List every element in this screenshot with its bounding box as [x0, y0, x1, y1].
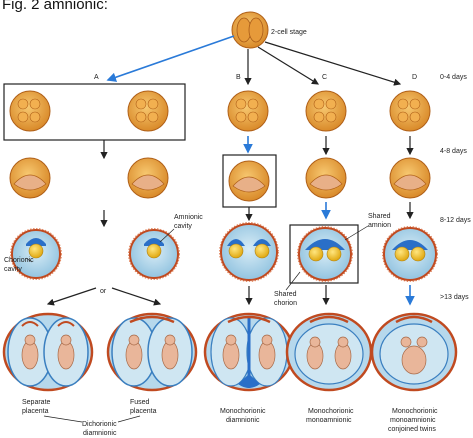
fused-pointer: [118, 416, 140, 422]
separate-placenta-label-1: Separate: [22, 399, 51, 406]
outcome-mono-di-1: Monochorionic: [220, 408, 266, 415]
uterus-conjoined: [372, 314, 456, 390]
arrow-to-d: [265, 42, 400, 84]
morula-a1: [10, 91, 50, 131]
separate-placenta-label-2: placenta: [22, 408, 49, 415]
chorion-a2: [129, 229, 180, 280]
figure-heading: Fig. 2 amnionic:: [2, 0, 108, 13]
shared-amnion-pointer: [345, 226, 368, 240]
blastocyst-d: [390, 158, 430, 198]
time-8-12: 8-12 days: [440, 217, 471, 224]
fused-placenta-label-1: Fused: [130, 399, 150, 406]
arrow-to-c: [258, 47, 318, 84]
outcome-dichorionic-1: Dichorionic: [82, 421, 117, 428]
shared-chorion-label-2: chorion: [274, 300, 297, 307]
uterus-mono-mono: [287, 314, 371, 390]
branch-a-label: A: [94, 74, 99, 81]
chorionic-cavity-label-2: cavity: [4, 266, 22, 273]
outcome-conjoined-3: conjoined twins: [388, 426, 436, 433]
blastocyst-c: [306, 158, 346, 198]
outcome-mono-mono-1: Monochorionic: [308, 408, 354, 415]
or-label: or: [100, 288, 107, 295]
two-cell-label: 2-cell stage: [271, 29, 307, 36]
uterus-mono-di: [205, 314, 293, 390]
fused-placenta-label-2: placenta: [130, 408, 157, 415]
outcome-mono-di-2: diamnionic: [226, 417, 260, 424]
amnionic-cavity-label-2: cavity: [174, 223, 192, 230]
arrow-a-fused: [112, 288, 160, 304]
shared-chorion-label-1: Shared: [274, 291, 297, 298]
two-cell-embryo: [232, 12, 268, 48]
shared-amnion-label-2: amnion: [368, 222, 391, 229]
branch-d-label: D: [412, 74, 417, 81]
time-4-8: 4-8 days: [440, 148, 467, 155]
chorion-c: [298, 227, 353, 282]
uterus-fused: [108, 314, 196, 390]
chorion-b: [220, 223, 279, 282]
chorion-d: [383, 227, 438, 282]
time-13: >13 days: [440, 294, 469, 301]
amnionic-cavity-label-1: Amnionic: [174, 214, 203, 221]
branch-b-label: B: [236, 74, 241, 81]
outcome-conjoined-1: Monochorionic: [392, 408, 438, 415]
branch-c-label: C: [322, 74, 327, 81]
morula-b: [228, 91, 268, 131]
blastocyst-a1: [10, 158, 50, 198]
time-0-4: 0-4 days: [440, 74, 467, 81]
morula-c: [306, 91, 346, 131]
arrow-a-separate: [48, 288, 96, 304]
blastocyst-a2: [128, 158, 168, 198]
uterus-separate: [4, 314, 92, 390]
shared-chorion-pointer: [286, 272, 300, 290]
morula-a2: [128, 91, 168, 131]
outcome-conjoined-2: monoamnionic: [390, 417, 436, 424]
blastocyst-b: [229, 161, 269, 201]
outcome-mono-mono-2: monoamnionic: [306, 417, 352, 424]
shared-amnion-label-1: Shared: [368, 213, 391, 220]
outcome-dichorionic-2: diamnionic: [83, 430, 117, 437]
morula-d: [390, 91, 430, 131]
separate-pointer: [44, 416, 82, 422]
arrow-to-a: [108, 36, 234, 80]
